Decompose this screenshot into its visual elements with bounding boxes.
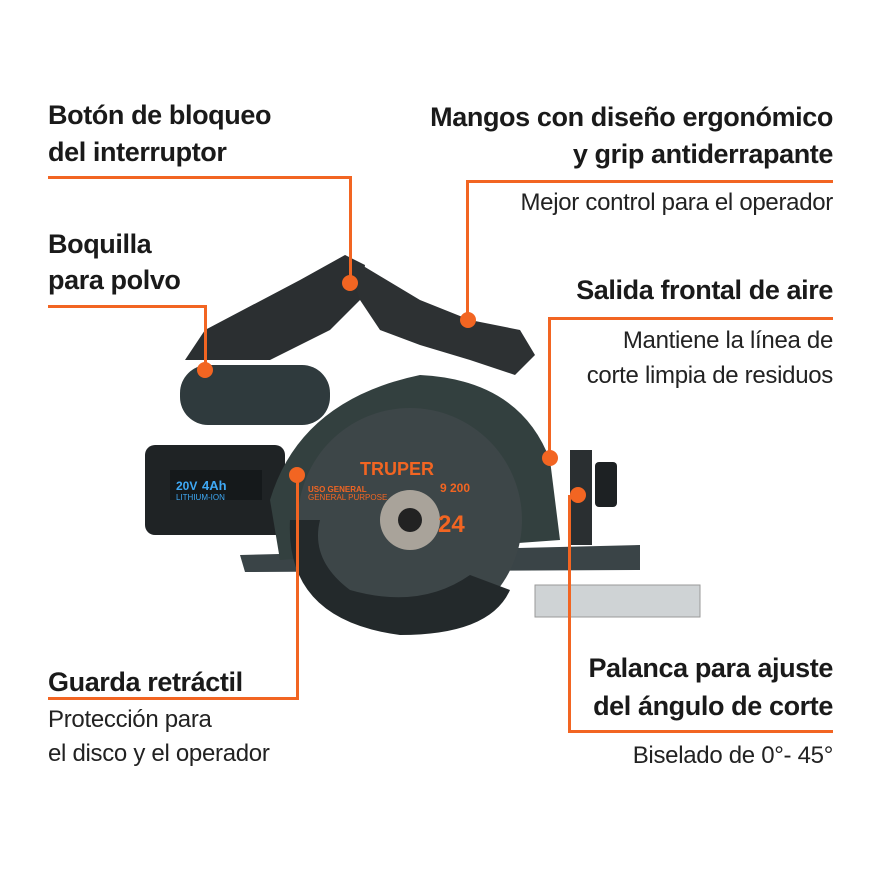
dust-nozzle — [180, 365, 330, 425]
callout-line-nozzle-v — [204, 305, 207, 370]
guard-subtitle-2: el disco y el operador — [48, 740, 270, 767]
lever-title-2: del ángulo de corte — [593, 691, 833, 721]
battery-voltage: 20V — [176, 479, 197, 493]
blade-use-en: GENERAL PURPOSE — [308, 493, 387, 502]
callout-dot-lever — [570, 487, 586, 503]
air-subtitle-1: Mantiene la línea de — [622, 327, 833, 354]
lock-title-2: del interruptor — [48, 137, 227, 167]
callout-line-guard-v — [296, 475, 299, 700]
callout-dot-lock — [342, 275, 358, 291]
battery-capacity: 4Ah — [202, 478, 227, 493]
handles-title-1: Mangos con diseño ergonómico — [430, 102, 833, 132]
callout-line-guard — [48, 697, 299, 700]
nozzle-title-1: Boquilla — [48, 229, 152, 259]
callout-dot-guard — [289, 467, 305, 483]
callout-line-air-v — [548, 317, 551, 458]
callout-line-lever — [568, 730, 833, 733]
lock-title-1: Botón de bloqueo — [48, 100, 272, 130]
guard-subtitle-1: Protección para — [48, 706, 212, 733]
callout-line-handles-v — [466, 180, 469, 320]
air-subtitle-2: corte limpia de residuos — [586, 362, 834, 389]
bevel-scale — [534, 584, 701, 618]
callout-line-lock-v — [349, 176, 352, 283]
callout-line-lock — [48, 176, 352, 179]
callout-line-handles — [466, 180, 833, 183]
retractable-guard — [289, 520, 510, 635]
lever-subtitle: Biselado de 0°- 45° — [632, 742, 834, 769]
callout-line-nozzle — [48, 305, 207, 308]
battery-type: LITHIUM-ION — [176, 493, 225, 502]
callout-dot-nozzle — [197, 362, 213, 378]
lever-title-1: Palanca para ajuste — [588, 653, 833, 683]
rear-handle — [185, 255, 365, 360]
handles-title-2: y grip antiderrapante — [572, 139, 834, 169]
blade-brand: TRUPER — [360, 459, 434, 479]
blade-speed: 9 200 — [440, 481, 470, 495]
callout-dot-handles — [460, 312, 476, 328]
blade-teeth: 24 — [438, 511, 465, 538]
top-handle — [345, 255, 535, 375]
handles-subtitle: Mejor control para el operador — [520, 189, 833, 216]
guard-title: Guarda retráctil — [48, 667, 243, 697]
air-title: Salida frontal de aire — [576, 275, 833, 305]
callout-dot-air — [542, 450, 558, 466]
nozzle-title-2: para polvo — [48, 265, 181, 295]
callout-line-lever-v — [568, 495, 571, 733]
blade-use-es: USO GENERAL — [308, 485, 367, 494]
callout-line-air — [548, 317, 833, 320]
